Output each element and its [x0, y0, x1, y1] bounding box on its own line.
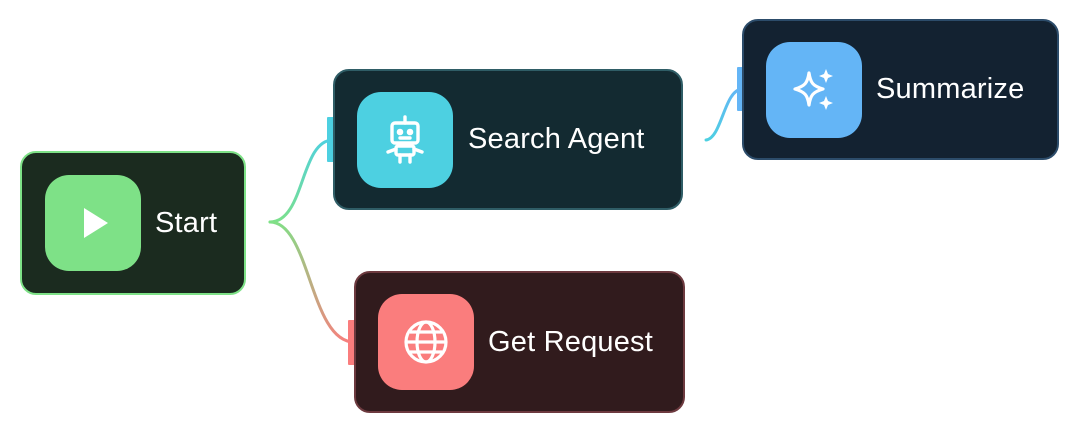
start-node[interactable]: Start [20, 151, 246, 295]
edge-start-to-get-request[interactable] [268, 220, 356, 344]
globe-icon [378, 294, 474, 390]
search-agent-node-label: Search Agent [468, 123, 645, 155]
robot-icon [357, 91, 453, 188]
summarize-node-label: Summarize [876, 73, 1025, 105]
get-request-node[interactable]: Get Request [354, 271, 685, 413]
search-agent-node[interactable]: Search Agent [333, 69, 683, 210]
get-request-node-label: Get Request [488, 325, 654, 358]
play-icon [45, 175, 141, 271]
summarize-node[interactable]: Summarize [742, 19, 1059, 160]
sparkles-icon [766, 41, 862, 138]
edge-start-to-search-agent[interactable] [268, 138, 335, 224]
start-node-label: Start [155, 206, 218, 239]
